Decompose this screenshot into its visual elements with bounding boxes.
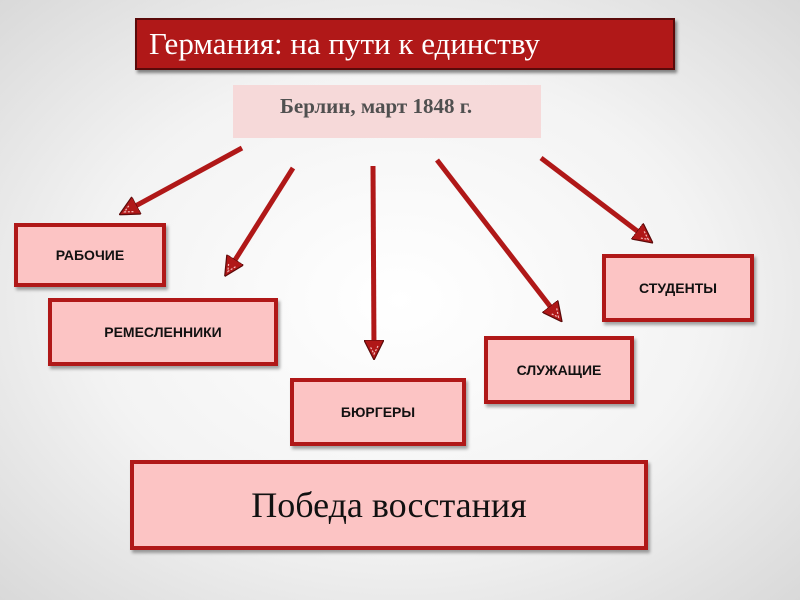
slide-title: Германия: на пути к единству	[135, 18, 675, 70]
arrow-to-workers	[128, 145, 244, 210]
result-box: Победа восстания	[130, 460, 648, 550]
group-students: СТУДЕНТЫ	[602, 254, 754, 322]
group-craftsmen: РЕМЕСЛЕННИКИ	[48, 298, 278, 366]
slide-subtitle: Берлин, март 1848 г.	[280, 94, 473, 118]
group-burghers: БЮРГЕРЫ	[290, 378, 466, 446]
subtitle-background	[233, 85, 541, 138]
group-workers: РАБОЧИЕ	[14, 223, 166, 287]
arrow-to-burghers	[373, 165, 374, 350]
arrow-to-employees	[435, 158, 556, 314]
group-employees: СЛУЖАЩИЕ	[484, 336, 634, 404]
arrow-to-students	[539, 156, 645, 237]
arrow-to-craftsmen	[230, 166, 296, 268]
